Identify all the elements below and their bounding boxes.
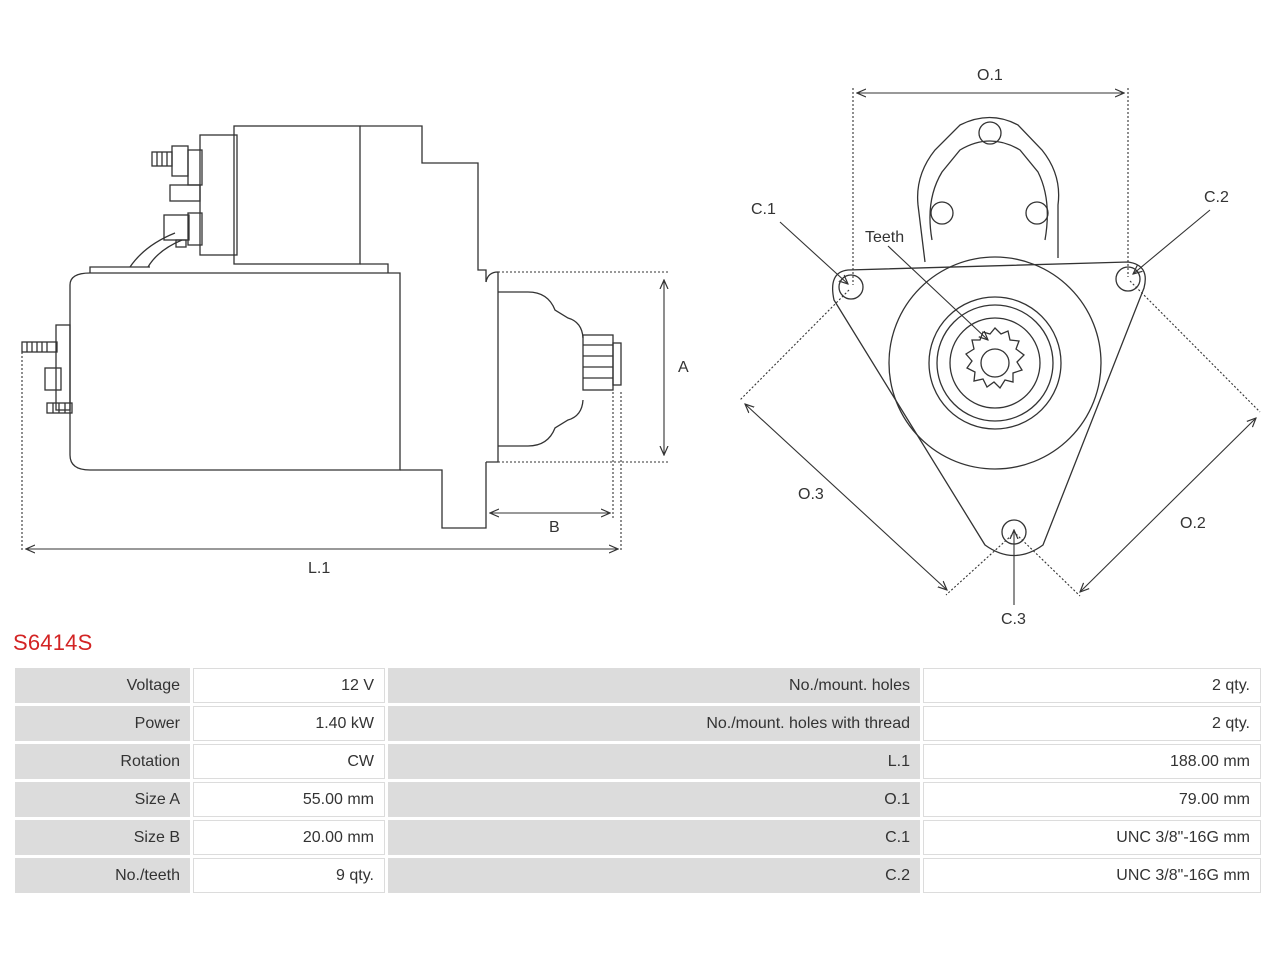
dim-label-b: B <box>549 519 560 536</box>
spec-key: Voltage <box>15 668 190 703</box>
front-view-dimensions <box>739 88 1261 605</box>
spec-value: 9 qty. <box>193 858 385 893</box>
dim-label-a: A <box>678 359 689 376</box>
spec-value: 20.00 mm <box>193 820 385 855</box>
spec-row: Size A 55.00 mm O.1 79.00 mm <box>15 782 1261 817</box>
spec-key: Power <box>15 706 190 741</box>
spec-key: No./teeth <box>15 858 190 893</box>
spec-key: C.1 <box>388 820 920 855</box>
starter-motor-drawing: A B L.1 <box>21 67 1261 628</box>
side-view-dimensions <box>21 271 668 552</box>
spec-value: 2 qty. <box>923 706 1261 741</box>
part-number: S6414S <box>13 630 93 655</box>
spec-row: Voltage 12 V No./mount. holes 2 qty. <box>15 668 1261 703</box>
spec-key: O.1 <box>388 782 920 817</box>
spec-key: L.1 <box>388 744 920 779</box>
callout-label-c1: C.1 <box>751 201 776 218</box>
spec-key: Size B <box>15 820 190 855</box>
spec-value: 1.40 kW <box>193 706 385 741</box>
callout-label-c2: C.2 <box>1204 189 1229 206</box>
spec-value: 55.00 mm <box>193 782 385 817</box>
spec-value: CW <box>193 744 385 779</box>
callout-label-c3: C.3 <box>1001 611 1026 628</box>
front-view <box>831 116 1146 557</box>
spec-row: Rotation CW L.1 188.00 mm <box>15 744 1261 779</box>
spec-table: Voltage 12 V No./mount. holes 2 qty. Pow… <box>12 665 1264 896</box>
spec-row: Power 1.40 kW No./mount. holes with thre… <box>15 706 1261 741</box>
callout-label-teeth: Teeth <box>865 229 904 246</box>
dim-label-o3: O.3 <box>798 486 824 503</box>
spec-key: Size A <box>15 782 190 817</box>
spec-value: UNC 3/8"-16G mm <box>923 858 1261 893</box>
side-view <box>21 125 622 529</box>
spec-value: 79.00 mm <box>923 782 1261 817</box>
spec-key: C.2 <box>388 858 920 893</box>
spec-key: Rotation <box>15 744 190 779</box>
dim-label-o1: O.1 <box>977 67 1003 84</box>
spec-value: 2 qty. <box>923 668 1261 703</box>
spec-value: UNC 3/8"-16G mm <box>923 820 1261 855</box>
spec-row: No./teeth 9 qty. C.2 UNC 3/8"-16G mm <box>15 858 1261 893</box>
spec-value: 188.00 mm <box>923 744 1261 779</box>
spec-row: Size B 20.00 mm C.1 UNC 3/8"-16G mm <box>15 820 1261 855</box>
spec-value: 12 V <box>193 668 385 703</box>
technical-drawing: A B L.1 <box>21 67 1261 628</box>
dim-label-l1: L.1 <box>308 560 330 577</box>
spec-key: No./mount. holes with thread <box>388 706 920 741</box>
spec-key: No./mount. holes <box>388 668 920 703</box>
dim-label-o2: O.2 <box>1180 515 1206 532</box>
